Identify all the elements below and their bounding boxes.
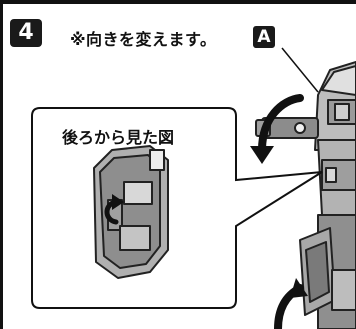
robot-figure bbox=[255, 61, 356, 329]
back-rotate-arrow-head bbox=[112, 194, 124, 210]
part-letter-badge: A bbox=[253, 26, 275, 48]
rotate-arrow-lower-head bbox=[290, 278, 308, 298]
rotate-arrow-upper-head bbox=[250, 146, 274, 164]
back-view-part bbox=[93, 145, 169, 279]
back-view-caption: 後ろから見た図 bbox=[62, 128, 175, 147]
instruction-note: ※向きを変えます。 bbox=[70, 30, 217, 49]
part-a-leader-line bbox=[281, 47, 319, 93]
rotate-arrow-upper bbox=[258, 94, 304, 154]
step-number-badge: 4 bbox=[10, 19, 42, 47]
left-border bbox=[0, 0, 3, 329]
top-border bbox=[0, 0, 356, 4]
